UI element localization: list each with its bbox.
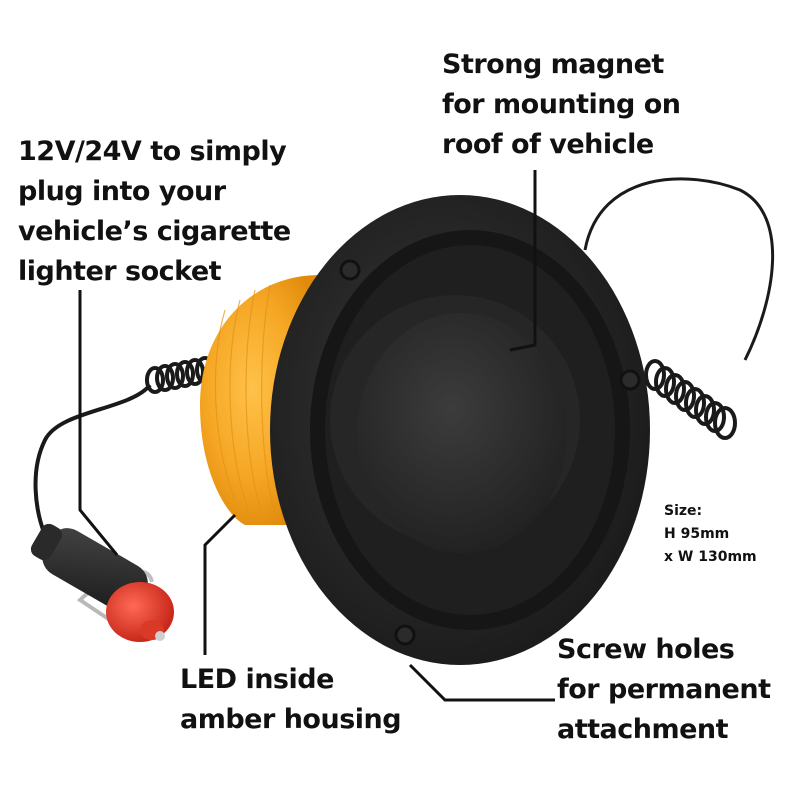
annotation-magnet-line-1: Strong magnet [442, 49, 664, 80]
leader-screw-holes [408, 663, 555, 702]
annotation-screw-line-1: Screw holes [557, 634, 735, 665]
annotation-magnet: Strong magnet for mounting on roof of ve… [442, 45, 681, 165]
annotation-led-line-2: amber housing [180, 704, 402, 735]
cigarette-lighter-plug [30, 523, 174, 642]
annotation-led-line-1: LED inside [180, 664, 334, 695]
annotation-power-line-4: lighter socket [18, 256, 222, 287]
annotation-power-line-1: 12V/24V to simply [18, 136, 287, 167]
leader-magnet [509, 170, 537, 352]
annotation-screw-line-3: attachment [557, 714, 729, 745]
annotation-led: LED inside amber housing [180, 660, 402, 740]
annotation-screw-line-2: for permanent [557, 674, 771, 705]
power-cable-left [33, 356, 215, 536]
screw-holes [339, 259, 641, 646]
annotation-magnet-line-2: for mounting on [442, 89, 681, 120]
annotation-power-line-2: plug into your [18, 176, 226, 207]
size-width: x W 130mm [664, 549, 757, 565]
leader-led [203, 513, 237, 655]
power-cable-right [583, 177, 775, 440]
annotation-power: 12V/24V to simply plug into your vehicle… [18, 132, 291, 292]
size-height: H 95mm [664, 526, 730, 542]
leader-lines [78, 170, 555, 702]
magnetic-base [270, 195, 650, 665]
annotation-size: Size: H 95mm x W 130mm [664, 500, 757, 569]
magnet-disc [357, 313, 567, 553]
size-heading: Size: [664, 503, 703, 519]
annotation-magnet-line-3: roof of vehicle [442, 129, 654, 160]
annotation-power-line-3: vehicle’s cigarette [18, 216, 291, 247]
annotation-screw-holes: Screw holes for permanent attachment [557, 630, 771, 750]
leader-power [78, 290, 119, 556]
